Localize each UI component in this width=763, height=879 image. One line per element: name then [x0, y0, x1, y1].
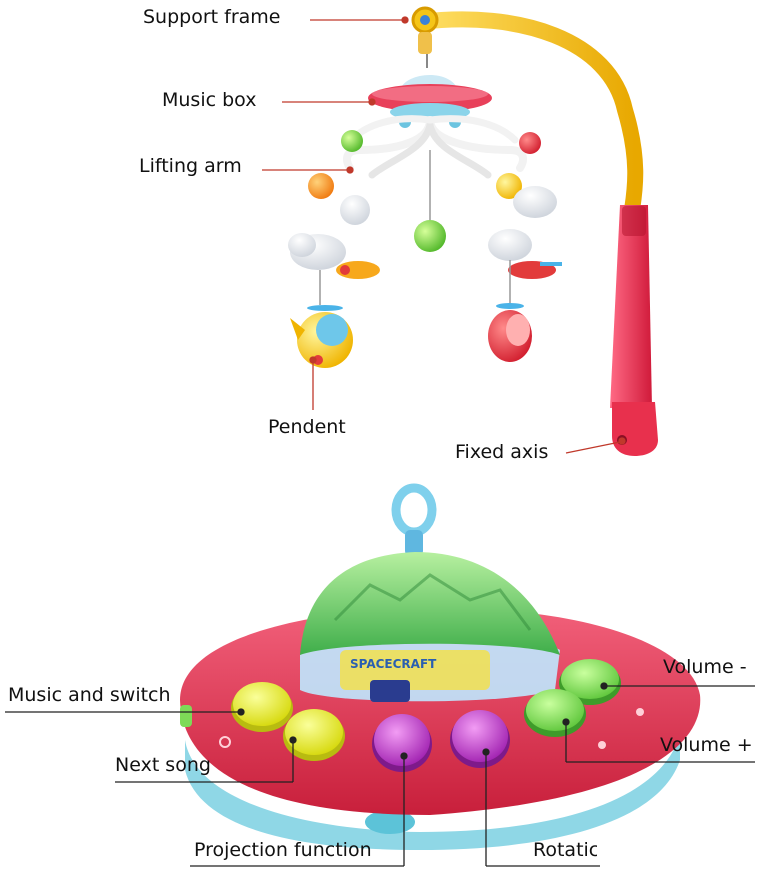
label-lifting-arm: Lifting arm	[139, 155, 242, 177]
button-music-switch[interactable]	[231, 682, 293, 732]
ufo-music-box-illustration: SPACECRAFT	[180, 483, 701, 850]
label-pendent: Pendent	[268, 416, 346, 438]
cloud-right	[488, 186, 557, 261]
button-volume-plus[interactable]	[524, 689, 586, 737]
label-support-frame: Support frame	[143, 6, 281, 28]
label-next-song: Next song	[115, 754, 211, 776]
label-rotation: Rotatic	[533, 841, 597, 860]
label-volume-plus: Volume +	[660, 734, 753, 756]
pole	[610, 205, 652, 408]
label-projection-function: Projection function	[194, 839, 372, 861]
dome-text: SPACECRAFT	[350, 657, 437, 671]
label-music-and-switch: Music and switch	[8, 684, 171, 706]
label-volume-minus: Volume -	[663, 656, 747, 678]
label-music-box: Music box	[162, 89, 257, 111]
leader-lines-bottom	[5, 682, 755, 867]
ufo-dome	[300, 552, 560, 655]
leader-lines	[262, 16, 626, 454]
fixed-axis-clamp	[612, 402, 658, 456]
cloud-left	[288, 195, 370, 270]
button-rotation[interactable]	[450, 710, 510, 768]
mobile-illustration	[288, 6, 658, 456]
pendent-helicopter-left	[290, 305, 353, 368]
button-projection[interactable]	[372, 714, 432, 772]
support-frame-arm	[412, 11, 644, 218]
pendent-helicopter-right	[488, 303, 532, 362]
label-fixed-axis: Fixed axis	[455, 441, 549, 463]
button-next-song[interactable]	[283, 709, 345, 761]
